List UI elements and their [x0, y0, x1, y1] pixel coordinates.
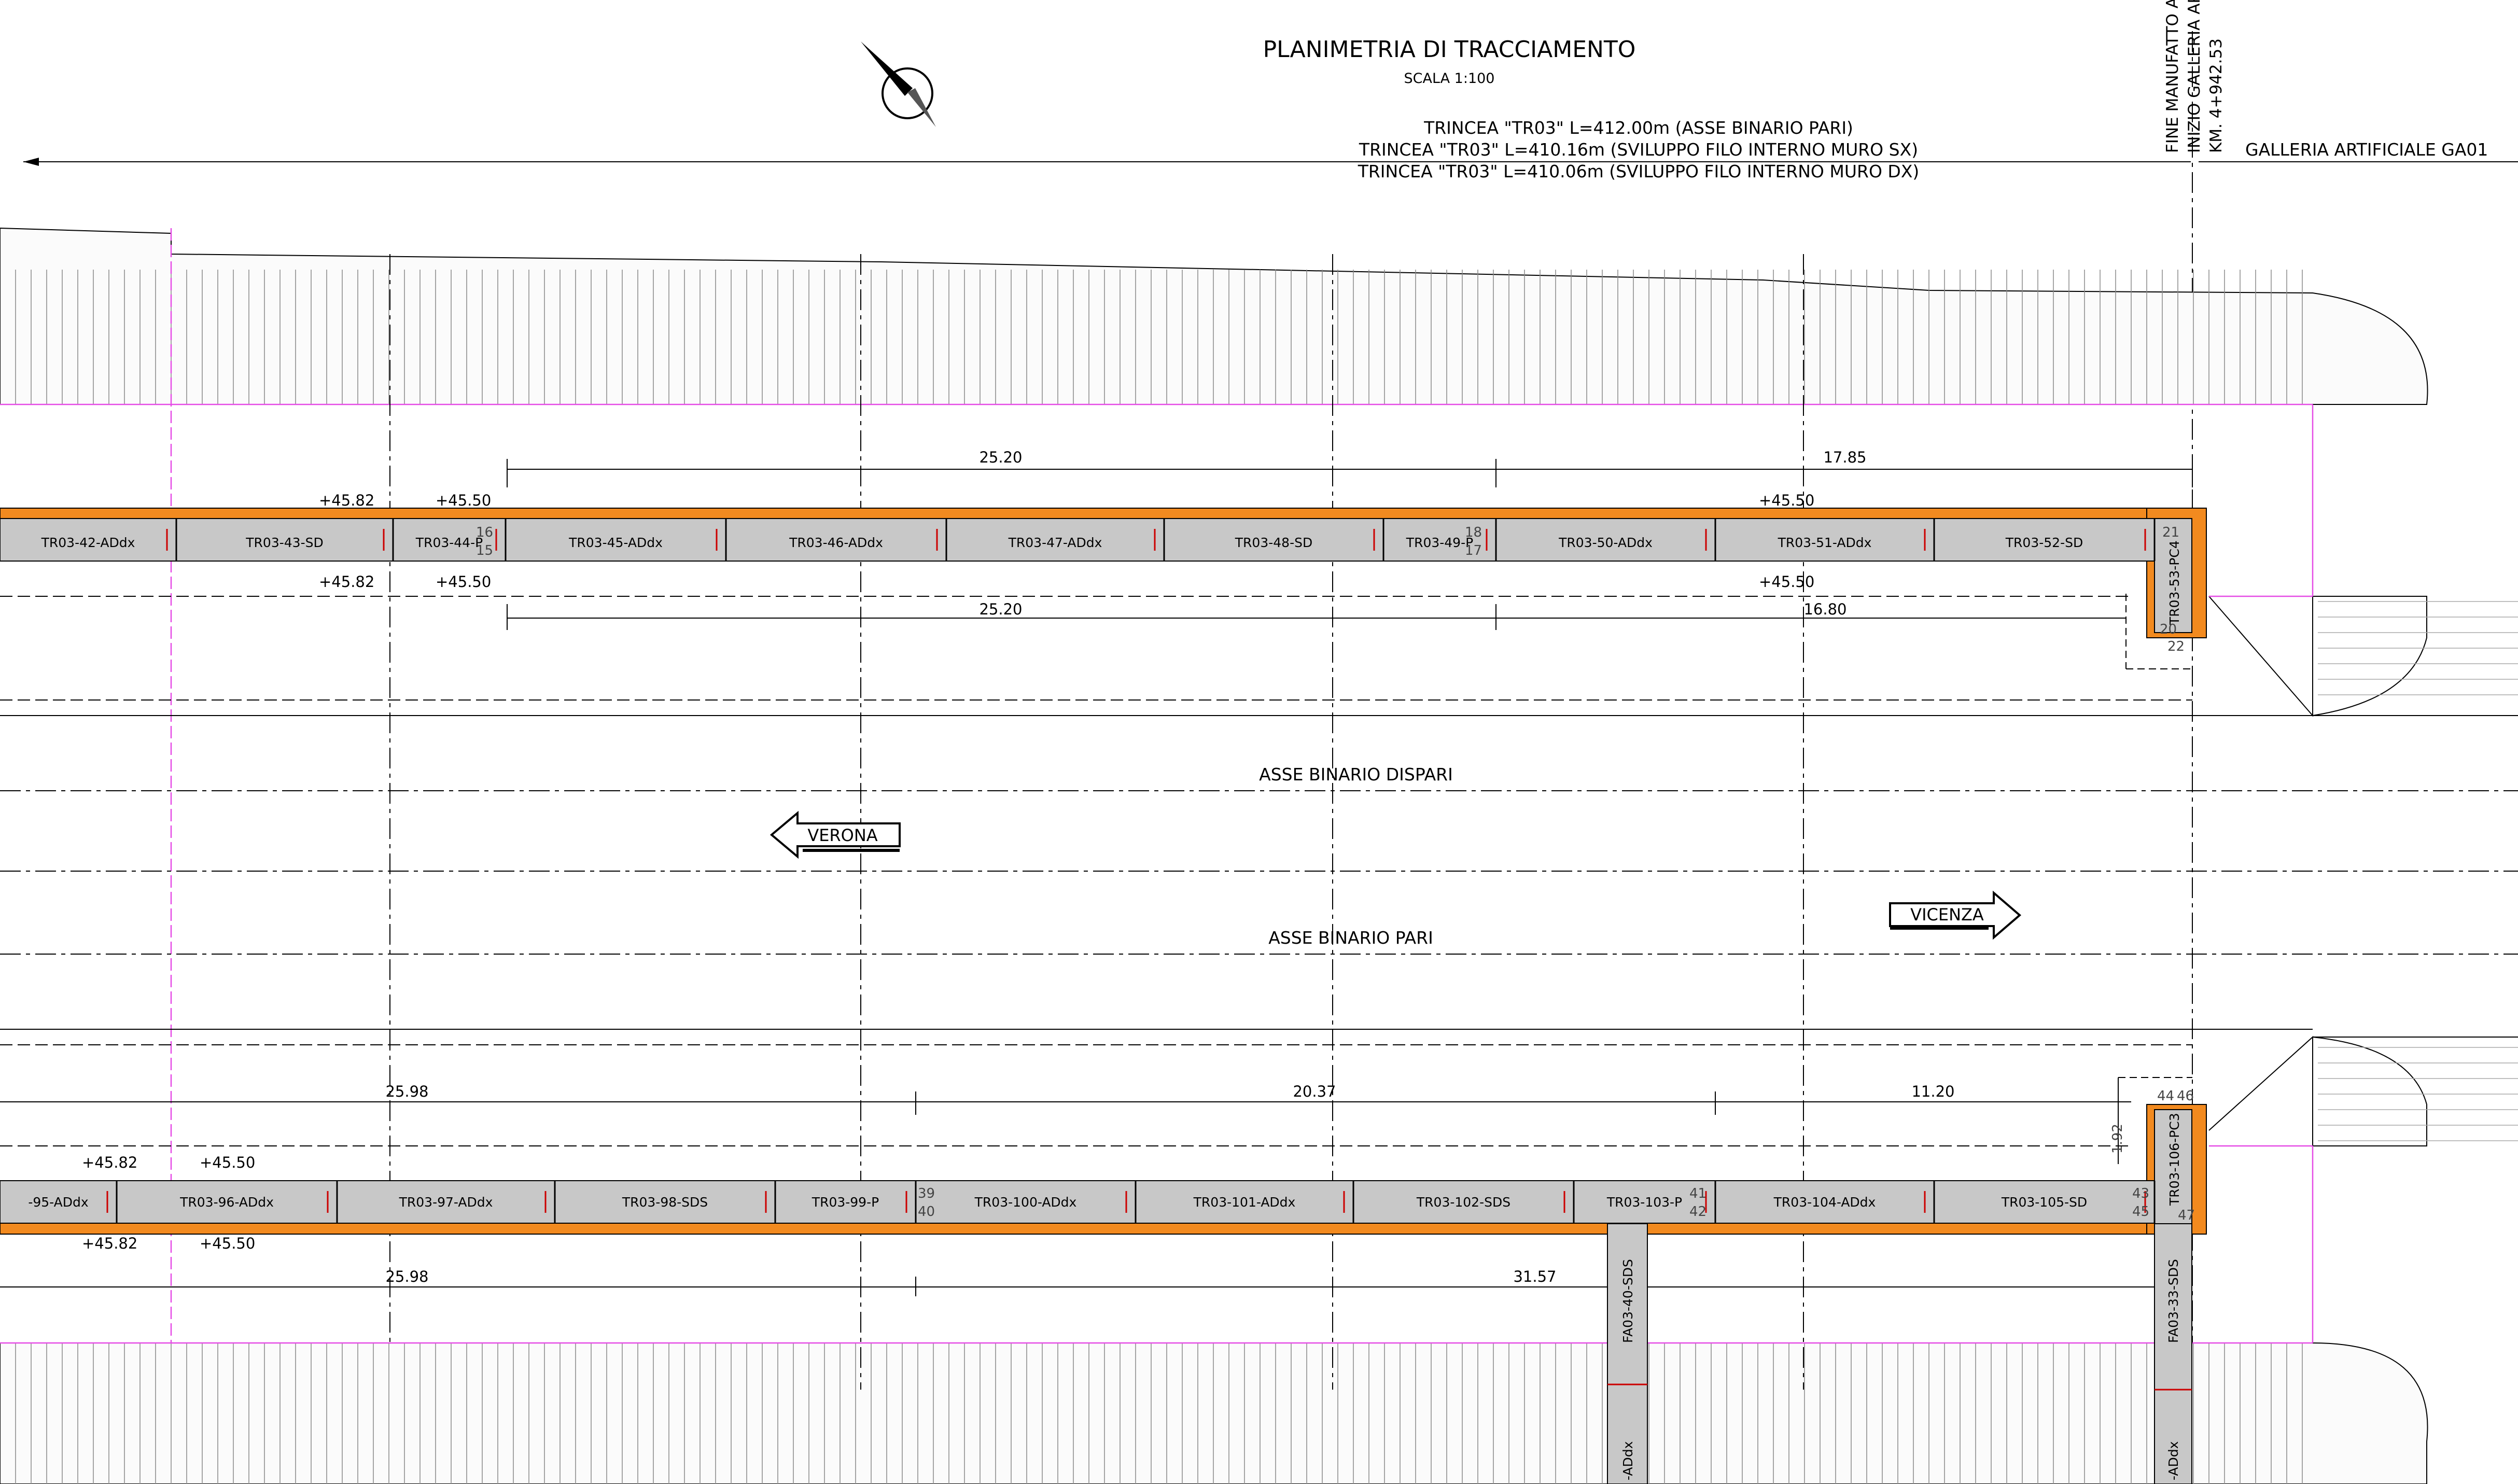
- top-segment-label: TR03-42-ADdx: [41, 535, 135, 550]
- bottom-number-47: 47: [2178, 1208, 2195, 1223]
- axis-label-dispari: ASSE BINARIO DISPARI: [1259, 764, 1453, 785]
- bottom-segment-label: TR03-105-SD: [2001, 1195, 2087, 1210]
- top-segment-label: TR03-45-ADdx: [568, 535, 663, 550]
- bottom-level-1: +45.82: [82, 1154, 137, 1171]
- gallery-portal: [2208, 404, 2518, 1343]
- branch-wall-fa03-33: FA03-33-SDS -ADdx: [2154, 1223, 2192, 1484]
- top-segment-label: TR03-44-P: [415, 535, 483, 550]
- top-segment-label: TR03-47-ADdx: [1008, 535, 1102, 550]
- direction-label-verona: VERONA: [807, 825, 877, 845]
- top-level-3: +45.82: [319, 573, 374, 591]
- top-number-18: 18: [1465, 525, 1482, 540]
- bottom-segment-label: TR03-101-ADdx: [1193, 1195, 1296, 1210]
- bottom-number-45: 45: [2132, 1204, 2149, 1220]
- direction-arrow-vicenza: VICENZA: [1889, 890, 2022, 940]
- top-segment-label: TR03-49-P: [1406, 535, 1473, 550]
- top-segment-label: TR03-52-SD: [2005, 535, 2083, 550]
- bottom-dim-below-1: 25.98: [385, 1268, 428, 1285]
- bottom-level-4: +45.50: [200, 1235, 255, 1252]
- bottom-segment-label: TR03-103-P: [1606, 1195, 1682, 1210]
- bottom-segment-label: -95-ADdx: [28, 1195, 88, 1210]
- top-number-15: 15: [476, 543, 493, 558]
- top-level-2: +45.50: [436, 492, 491, 509]
- top-level-1: +45.82: [319, 492, 374, 509]
- top-level-5: +45.50: [1759, 492, 1814, 509]
- bottom-number-41: 41: [1689, 1186, 1706, 1201]
- bottom-segment-label: TR03-102-SDS: [1416, 1195, 1510, 1210]
- bottom-dim-above-2: 20.37: [1293, 1083, 1336, 1100]
- bottom-segment-label: TR03-104-ADdx: [1773, 1195, 1876, 1210]
- top-abutment: [0, 227, 2428, 405]
- bottom-abutment: [0, 1342, 2428, 1484]
- top-level-6: +45.50: [1759, 573, 1814, 591]
- bottom-level-2: +45.50: [200, 1154, 255, 1171]
- top-segment-label: TR03-43-SD: [245, 535, 323, 550]
- galleria-label: GALLERIA ARTIFICIALE GA01: [2245, 139, 2488, 160]
- direction-arrow-verona: VERONA: [770, 810, 901, 859]
- top-segment-label: TR03-51-ADdx: [1778, 535, 1872, 550]
- top-segment-label: TR03-46-ADdx: [789, 535, 883, 550]
- top-number-20: 20: [2160, 622, 2177, 637]
- bottom-number-42: 42: [1689, 1204, 1706, 1220]
- top-segment-label: TR03-50-ADdx: [1558, 535, 1653, 550]
- vertical-note-2: INIZIO GALLERIA AR: [2185, 0, 2204, 153]
- bottom-level-3: +45.82: [82, 1235, 137, 1252]
- branch-label-fa03-33-next: -ADdx: [2166, 1441, 2181, 1481]
- bottom-segment-label: TR03-97-ADdx: [399, 1195, 493, 1210]
- direction-label-vicenza: VICENZA: [1910, 905, 1984, 925]
- bottom-wall: -95-ADdx TR03-96-ADdx TR03-97-ADdx TR03-98-…: [0, 1104, 2207, 1235]
- bottom-segment-label: TR03-99-P: [812, 1195, 879, 1210]
- bottom-end-segment-label: TR03-106-PC3: [2167, 1113, 2182, 1206]
- bottom-segment-label: TR03-100-ADdx: [974, 1195, 1077, 1210]
- bottom-number-44: 44: [2157, 1088, 2174, 1104]
- drawing-title: PLANIMETRIA DI TRACCIAMENTO: [1263, 36, 1636, 63]
- bottom-number-46: 46: [2177, 1088, 2194, 1104]
- branch-wall-fa03-40: FA03-40-SDS -ADdx: [1607, 1223, 1648, 1484]
- top-wall: TR03-42-ADdx TR03-43-SD TR03-44-P TR03-45-A…: [0, 508, 2207, 638]
- vertical-note-1: FINE MANUFATTO A: [2163, 0, 2182, 153]
- top-dim-below-1: 25.20: [979, 600, 1022, 618]
- branch-label-fa03-40: FA03-40-SDS: [1620, 1259, 1635, 1343]
- bottom-dim-above-4: 1.92: [2110, 1124, 2125, 1154]
- drawing-scale: SCALA 1:100: [1404, 71, 1495, 87]
- top-level-4: +45.50: [436, 573, 491, 591]
- top-dim-below-2: 16.80: [1803, 600, 1846, 618]
- top-number-21: 21: [2162, 525, 2179, 540]
- top-number-22: 22: [2167, 639, 2185, 654]
- trincea-note-3: TRINCEA "TR03" L=410.06m (SVILUPPO FILO …: [1358, 161, 1920, 181]
- bottom-number-39: 39: [918, 1186, 935, 1201]
- bottom-number-40: 40: [918, 1204, 935, 1220]
- branch-label-fa03-33: FA03-33-SDS: [2166, 1259, 2181, 1343]
- bottom-segment-label: TR03-96-ADdx: [179, 1195, 274, 1210]
- bottom-dim-below-2: 31.57: [1513, 1268, 1556, 1285]
- top-dim-above-2: 17.85: [1823, 449, 1866, 466]
- top-number-17: 17: [1465, 543, 1482, 558]
- axis-label-pari: ASSE BINARIO PARI: [1268, 928, 1433, 948]
- top-segment-label: TR03-48-SD: [1235, 535, 1312, 550]
- top-number-16: 16: [476, 525, 493, 540]
- top-dim-above-1: 25.20: [979, 449, 1022, 466]
- north-arrow-icon: [861, 41, 936, 127]
- bottom-dim-above-1: 25.98: [385, 1083, 428, 1100]
- branch-label-fa03-40-next: -ADdx: [1620, 1441, 1635, 1481]
- bottom-number-43: 43: [2132, 1186, 2149, 1201]
- vertical-note-3: KM. 4+942.53: [2207, 38, 2226, 153]
- trincea-note-1: TRINCEA "TR03" L=412.00m (ASSE BINARIO P…: [1423, 118, 1853, 138]
- bottom-segment-label: TR03-98-SDS: [622, 1195, 708, 1210]
- top-end-segment-label: TR03-53-PC4: [2167, 540, 2182, 625]
- bottom-dim-above-3: 11.20: [1911, 1083, 1954, 1100]
- trincea-note-2: TRINCEA "TR03" L=410.16m (SVILUPPO FILO …: [1359, 139, 1918, 160]
